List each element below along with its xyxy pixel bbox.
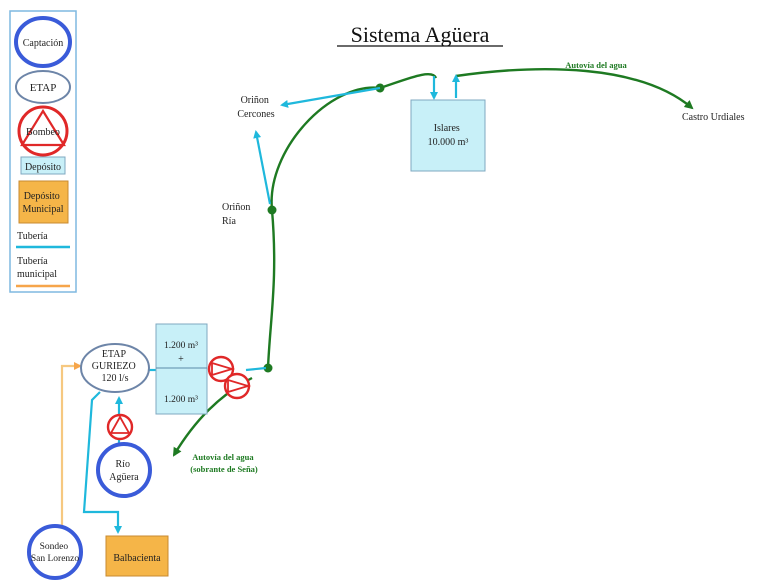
autovia-castro-pipe: [455, 68, 694, 110]
autovia-main-pipe: [266, 73, 438, 369]
pipe-etap-to-balbacienta: [82, 391, 122, 534]
junction-node-orinon-ria: [267, 205, 277, 215]
bombeo-pump-rio: [106, 413, 134, 441]
sondeo-label: Sondeo San Lorenzo: [31, 542, 80, 564]
deposito-municipal-balbacienta: [105, 535, 169, 577]
captacion-sondeo-san-lorenzo: [27, 524, 83, 580]
rio-aguera-label: Río Agüera: [109, 459, 139, 483]
autovia-top-label: Autovía del agua: [565, 60, 627, 70]
legend-bombeo-label: Bombeo: [26, 127, 60, 138]
islares-deposito: [410, 99, 486, 172]
islares-label: Islares 10.000 m³: [428, 123, 469, 148]
deposito-bottom-label: 1.200 m³: [164, 395, 198, 405]
legend-captacion-icon: [14, 16, 72, 68]
pipe-pumps-out: [245, 366, 267, 372]
junction-node-pumps: [263, 363, 273, 373]
etap-guriezo-label: ETAP GURIEZO 120 l/s: [92, 349, 138, 384]
legend-deposito-icon: [20, 156, 66, 175]
page-title: Sistema Agüera: [351, 22, 490, 47]
balbacienta-label: Balbacienta: [113, 553, 161, 564]
legend-tuberia-municipal-label: Tubería municipal: [17, 256, 57, 280]
deposito-top-label: 1.200 m³: [164, 341, 198, 351]
etap-guriezo: [80, 343, 150, 393]
deposito-guriezo: [155, 323, 208, 415]
legend-deposito-municipal-icon: [18, 180, 69, 224]
deposito-plus-label: +: [178, 354, 184, 365]
legend-deposito-municipal-label: Depósito Municipal: [22, 191, 63, 215]
orinon-ria-label: Oriñon Ría: [222, 202, 253, 227]
autovia-bottom-label: Autovía del agua (sobrante de Seña): [190, 452, 258, 474]
orinon-cercones-label: Oriñon Cercones: [237, 95, 274, 120]
legend-etap-icon: [15, 70, 71, 104]
legend-tuberia-label: Tubería: [17, 231, 48, 242]
pipe-to-cercones: [280, 86, 381, 108]
legend-captacion-label: Captación: [23, 38, 64, 49]
legend: Captación ETAP Bombeo Depósito Depósito …: [9, 10, 77, 293]
bombeo-pump-2: [223, 372, 252, 400]
legend-bombeo-icon: [17, 105, 69, 157]
municipal-pipe-sondeo: [60, 362, 82, 528]
captacion-rio-aguera: [96, 442, 152, 498]
legend-deposito-label: Depósito: [25, 162, 61, 173]
legend-bombeo-triangle: [20, 108, 66, 147]
castro-urdiales-label: Castro Urdiales: [682, 112, 745, 123]
legend-etap-label: ETAP: [30, 82, 57, 94]
pipe-ria-to-cercones: [253, 130, 272, 205]
bombeo-pump-1: [207, 355, 236, 383]
